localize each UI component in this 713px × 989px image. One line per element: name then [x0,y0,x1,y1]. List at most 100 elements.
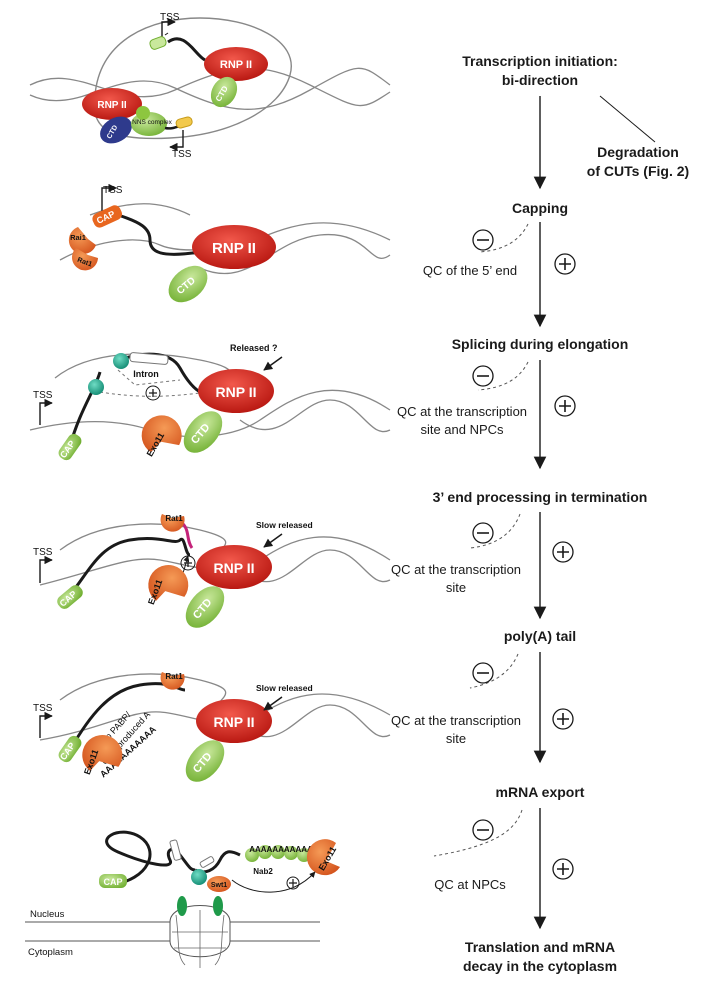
minus-icon [472,229,494,251]
qc-label-3b: site [446,580,466,595]
degradation-label-2: of CUTs (Fig. 2) [587,163,689,179]
cap-small-icon [175,116,193,129]
intron-label: Intron [133,369,159,379]
cleavage-site [180,521,194,549]
plus-cross [557,546,569,558]
tss-arrow [39,398,53,425]
qc-label-3a: QC at the transcription [391,562,521,577]
step-translation: Translation and mRNA [465,939,615,955]
nab2-protein [258,845,272,859]
splice-dash [99,391,211,397]
rna-transcript [68,537,191,596]
qc-label-2a: QC at the transcription [397,404,527,419]
intron-segment [169,839,182,861]
qc-dash-1 [479,223,529,253]
rnp-ii-label: RNP II [214,560,255,576]
released-arrow [263,533,283,548]
qc-dash-2 [477,361,529,391]
intron-segment [129,352,169,365]
tss-label: TSS [172,149,192,160]
rnp-ii-label: RNP II [216,384,257,400]
qc-label-4a: QC at the transcription [391,713,521,728]
tss-label: TSS [33,547,53,558]
step-polya-tail: poly(A) tail [504,628,576,644]
tss-label: TSS [33,390,53,401]
step-transcription-initiation: Transcription initiation: [462,53,618,69]
nab2-label: Nab2 [253,867,273,876]
plus-icon [286,876,300,890]
nup-component [177,896,187,916]
rnp-ii-enzyme-reverse [82,88,142,120]
released-arrow [263,696,283,711]
plus-cross [557,863,569,875]
minus-icon [472,819,494,841]
plus-icon [552,708,574,730]
cap-structure [57,585,83,609]
plus-icon [552,858,574,880]
transcription-bubble [59,673,227,713]
qc-label-1: QC of the 5’ end [423,263,517,278]
tss-label: TSS [103,185,123,196]
qc-label-4b: site [446,731,466,746]
ctd-domain [185,740,225,782]
rnp-ii-label: RNP II [214,714,255,730]
qc-dash-3 [469,513,521,549]
splicing-factor [191,869,207,885]
panel-export: Nucleus Cytoplasm CAP Swt1 AAAAAAAAAAA N… [25,830,340,968]
minus-icon [472,365,494,387]
rnp-ii-label: RNP II [212,240,256,257]
step-splicing: Splicing during elongation [452,336,629,352]
rnp-ii-enzyme [196,699,272,743]
rnp-ii-label: RNP II [220,59,252,71]
rai1-label: Rai1 [70,233,86,242]
splicing-factor [113,353,129,369]
cap-structure [58,735,82,763]
transcription-bubble [93,17,292,140]
dna-strand [239,704,391,738]
nns-subunit [136,106,150,120]
intron-segment [199,856,215,868]
ctd-domain [210,76,238,108]
ctd-domain [185,586,225,628]
exo11-enzyme [306,839,340,876]
tss-arrow [39,555,53,583]
step-mrna-export: mRNA export [496,784,585,800]
panel-capping: TSS CAP Rai1 Rat1 RNP II CTD [59,183,391,303]
nab2-protein [284,846,298,860]
qc-dash-5 [433,809,523,857]
panel-3end: TSS Rat1 CAP Exo11 RNP II CTD Slow relea… [33,514,391,628]
splice-dash [117,369,181,386]
rai1-enzyme [68,227,96,255]
plus-cross [559,258,571,270]
rnp-ii-enzyme [192,225,276,269]
rat1-enzyme [160,514,185,532]
degradation-arrow [231,871,316,893]
cap-structure [58,433,82,461]
transcription-bubble [59,523,227,561]
qc-label-2b: site and NPCs [420,422,504,437]
rnp-ii-enzyme [204,47,268,81]
qc-label-5: QC at NPCs [434,877,506,892]
released-arrow [263,356,283,371]
rna-transcript [167,37,206,62]
rnp-ii-enzyme [196,545,272,589]
plus-icon [145,385,161,401]
cap-label: CAP [103,877,122,887]
rnp-ii-label: RNP II [97,100,126,111]
step-decay: decay in the cytoplasm [463,958,617,974]
rat1-enzyme [160,672,185,690]
pore-basket [172,910,228,968]
dna-strand [199,234,391,275]
tss-arrow [101,183,117,213]
cap-structure [99,874,127,888]
ctd-domain-blue [100,116,132,144]
nab2-protein [271,845,285,859]
panel-initiation: TSS RNP II CTD RNP II CTD NNS complex TS… [29,12,391,160]
tss-label: TSS [33,703,53,714]
exo11-enzyme [141,415,182,453]
step-capping: Capping [512,200,568,216]
rat1-label: Rat1 [76,257,93,269]
nucleus-label: Nucleus [30,909,65,920]
splicing-factor [88,379,104,395]
